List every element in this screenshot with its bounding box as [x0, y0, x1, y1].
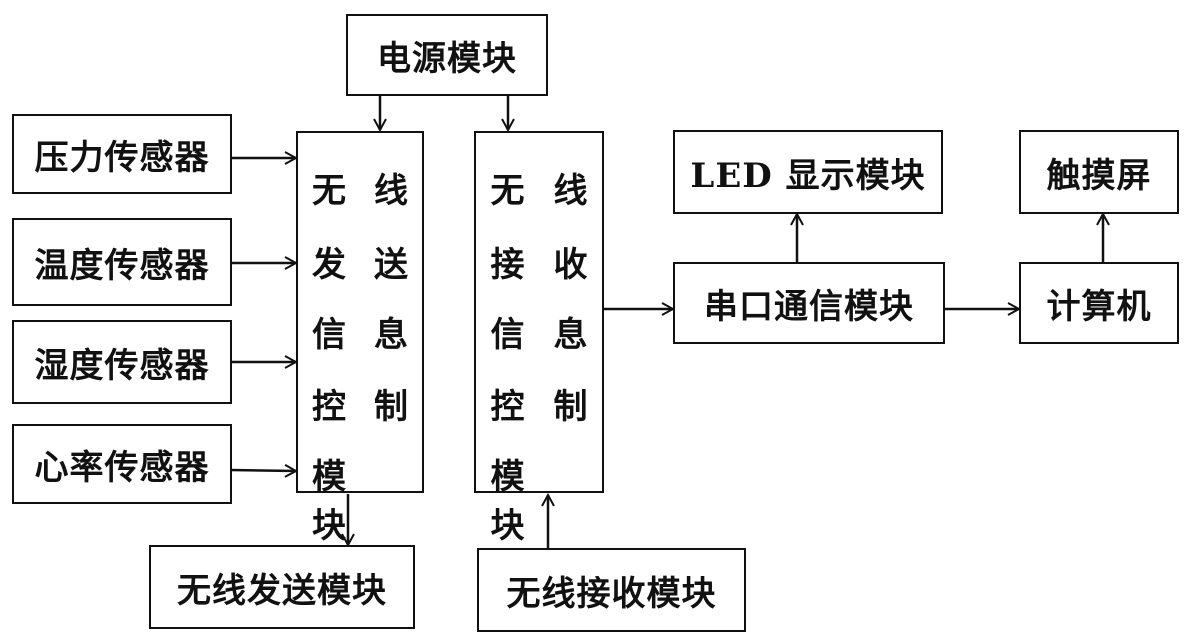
rx-ctrl-char: 制: [539, 379, 602, 428]
serial-comm-module-box: 串口通信模块: [673, 262, 945, 344]
tx-ctrl-char: 送: [360, 237, 422, 286]
wireless-send-module-label: 无线发送模块: [177, 563, 387, 612]
touch-screen-box: 触摸屏: [1019, 130, 1179, 214]
wireless-send-module-box: 无线发送模块: [149, 545, 415, 629]
touch-screen-label: 触摸屏: [1047, 148, 1152, 197]
tx-ctrl-char: 无: [298, 163, 360, 212]
rx-ctrl-char: 信: [476, 307, 539, 356]
rx-ctrl-char: 收: [539, 237, 602, 286]
power-module-box: 电源模块: [346, 14, 548, 96]
rx-ctrl-char: 息: [539, 307, 602, 356]
sensor-heart-rate-label: 心率传感器: [35, 440, 210, 489]
sensor-pressure-label: 压力传感器: [35, 130, 210, 179]
tx-ctrl-char: 息: [360, 307, 422, 356]
power-module-label: 电源模块: [377, 31, 517, 80]
rx-ctrl-char: 控: [476, 379, 539, 428]
tx-ctrl-char: 模块: [298, 449, 360, 547]
sensor-heart-rate-box: 心率传感器: [12, 424, 232, 504]
tx-ctrl-char: [360, 449, 422, 547]
sensor-pressure-box: 压力传感器: [12, 114, 232, 194]
arrow-heart-to-tx: [230, 470, 296, 471]
sensor-temperature-box: 温度传感器: [12, 218, 232, 306]
rx-ctrl-char: 接: [476, 237, 539, 286]
tx-ctrl-char: 制: [360, 379, 422, 428]
tx-ctrl-char: 信: [298, 307, 360, 356]
wireless-receive-module-label: 无线接收模块: [507, 566, 717, 615]
led-display-module-box: LED 显示模块: [673, 130, 943, 214]
wireless-send-control-module: 无线 发送 信息 控制 模块: [296, 131, 424, 493]
sensor-humidity-label: 湿度传感器: [35, 338, 210, 387]
rx-ctrl-char: 无: [476, 163, 539, 212]
wireless-receive-module-box: 无线接收模块: [477, 548, 746, 632]
rx-ctrl-char: 模块: [476, 449, 539, 547]
sensor-humidity-box: 湿度传感器: [12, 320, 232, 404]
wireless-receive-control-module: 无线 接收 信息 控制 模块: [474, 131, 604, 493]
serial-comm-module-label: 串口通信模块: [704, 279, 914, 328]
led-display-module-label: LED 显示模块: [690, 148, 925, 197]
sensor-temperature-label: 温度传感器: [35, 238, 210, 287]
rx-ctrl-char: [539, 449, 602, 547]
computer-box: 计算机: [1019, 262, 1179, 344]
tx-ctrl-char: 发: [298, 237, 360, 286]
tx-ctrl-char: 线: [360, 163, 422, 212]
computer-label: 计算机: [1047, 279, 1152, 328]
rx-ctrl-char: 线: [539, 163, 602, 212]
tx-ctrl-char: 控: [298, 379, 360, 428]
